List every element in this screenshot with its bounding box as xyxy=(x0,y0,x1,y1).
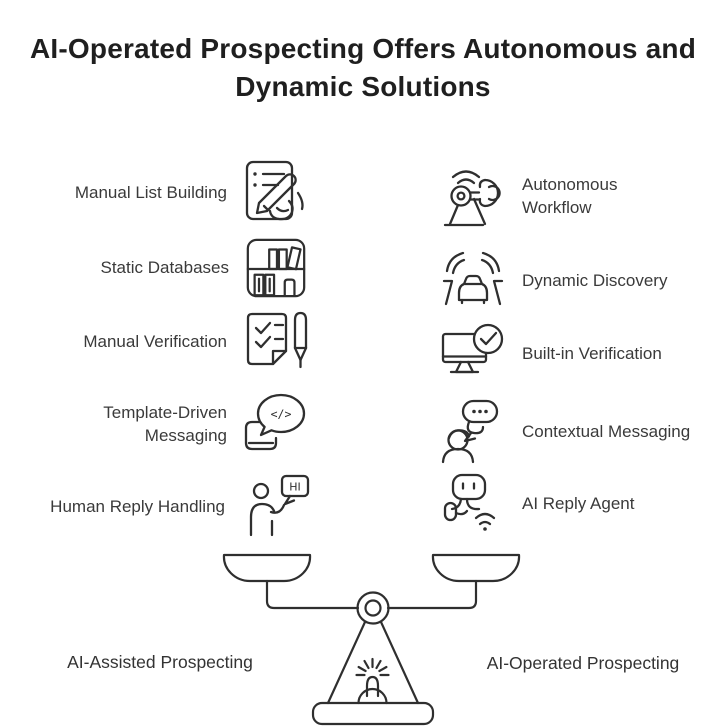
comparison-row-autonomous-workflow: Autonomous Workflow xyxy=(438,161,722,233)
comparison-row-template-driven-messaging: Template-Driven Messaging </> xyxy=(28,389,310,461)
item-label: Template-Driven Messaging xyxy=(103,403,227,445)
item-label: AI Reply Agent xyxy=(522,493,635,513)
balance-scale xyxy=(200,545,540,726)
item-label: Human Reply Handling xyxy=(50,496,225,516)
robot-wifi-icon xyxy=(438,470,508,538)
scale-pivot xyxy=(356,591,390,625)
scale-left-pan xyxy=(222,553,312,583)
item-label: Autonomous Workflow xyxy=(522,175,618,217)
scale-right-pan xyxy=(431,553,521,583)
item-label: Static Databases xyxy=(100,257,229,277)
item-label: Built-in Verification xyxy=(522,343,662,363)
robot-arm-icon xyxy=(438,163,508,231)
scale-base xyxy=(311,701,435,726)
comparison-row-manual-verification: Manual Verification xyxy=(28,306,310,378)
item-label: Manual List Building xyxy=(74,182,227,202)
item-label: Contextual Messaging xyxy=(522,421,691,441)
item-label: Dynamic Discovery xyxy=(522,270,668,290)
comparison-row-ai-reply-agent: AI Reply Agent xyxy=(438,468,722,540)
lamp-rays xyxy=(355,657,390,677)
svg-text:</>: </> xyxy=(271,407,292,421)
phone-code-bubble-icon: </> xyxy=(240,391,310,459)
checklist-pen-icon xyxy=(240,308,310,376)
bookshelf-icon xyxy=(242,234,310,302)
comparison-row-human-reply-handling: Human Reply Handling HI xyxy=(28,471,310,543)
svg-text:HI: HI xyxy=(289,481,301,494)
scale-left-leg xyxy=(326,620,367,705)
autonomous-car-icon xyxy=(438,247,508,315)
lamp-dome xyxy=(357,687,388,705)
person-chat-bubbles-icon xyxy=(438,398,508,466)
comparison-row-built-in-verification: Built-in Verification xyxy=(438,318,722,390)
monitor-check-icon xyxy=(438,320,508,388)
scale-right-leg xyxy=(379,620,420,705)
comparison-row-dynamic-discovery: Dynamic Discovery xyxy=(438,245,722,317)
comparison-row-contextual-messaging: Contextual Messaging xyxy=(438,396,722,468)
lamp-bulb xyxy=(365,675,380,698)
item-label: Manual Verification xyxy=(83,331,227,351)
scale-label-ai-operated: AI-Operated Prospecting xyxy=(486,653,680,673)
comparison-row-manual-list-building: Manual List Building xyxy=(28,157,310,229)
list-pen-icon xyxy=(240,159,310,227)
person-hi-bubble-icon: HI xyxy=(238,473,310,541)
scale-label-ai-assisted: AI-Assisted Prospecting xyxy=(67,652,253,672)
comparison-row-static-databases: Static Databases xyxy=(28,232,310,304)
page-title: AI-Operated Prospecting Offers Autonomou… xyxy=(29,33,696,103)
